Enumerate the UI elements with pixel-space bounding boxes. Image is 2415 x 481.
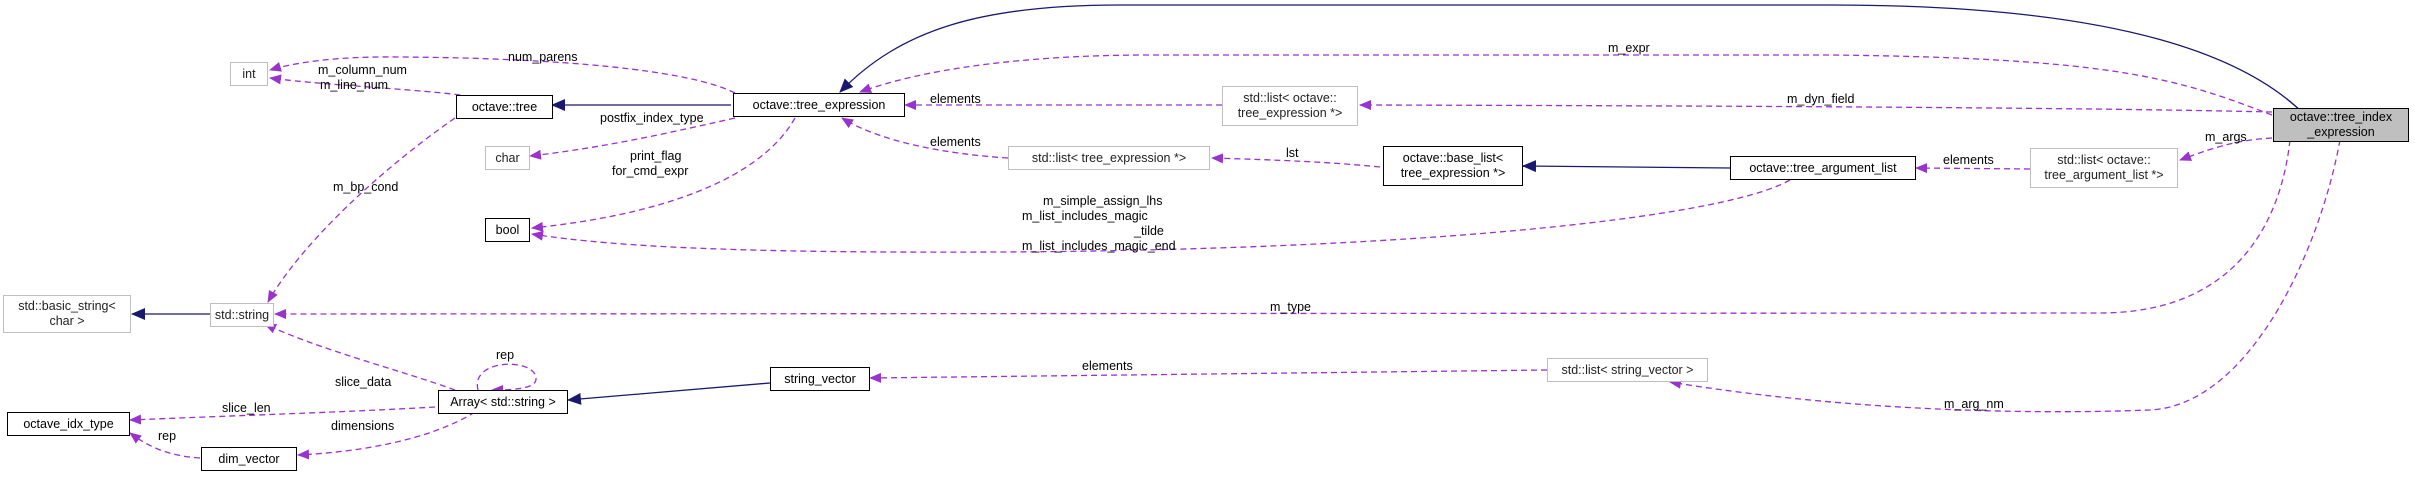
node-array-std-string-label: Array< std::string > <box>450 394 556 409</box>
node-std-string-label: std::string <box>214 307 270 322</box>
edge-list-string-vector-to-string-vector <box>869 369 1548 383</box>
node-tree-index-expression-line2: _expression <box>2307 125 2375 139</box>
edge-label-num-parens: num_parens <box>508 50 578 64</box>
edge-tree-to-std-string <box>267 117 456 303</box>
edge-tree-argument-list-inherits-base-list <box>1522 160 1731 173</box>
edge-label-m-line-num: m_line_num <box>320 78 388 92</box>
edge-label-slice-len: slice_len <box>222 401 271 415</box>
edge-array-to-octave-idx-type <box>129 406 436 425</box>
node-octave-idx-type[interactable]: octave_idx_type <box>7 412 130 436</box>
node-tree-index-expression[interactable]: octave::tree_index _expression <box>2273 108 2409 142</box>
edge-tree-index-expression-to-tree-expression <box>859 54 2273 116</box>
node-list-octave-tree-argument-list-line2: tree_argument_list *> <box>2044 168 2164 182</box>
node-std-basic-string[interactable]: std::basic_string< char > <box>3 295 131 333</box>
node-string-vector[interactable]: string_vector <box>770 367 870 391</box>
node-list-octave-tree-expression-line2: tree_expression *> <box>1237 106 1343 120</box>
edge-string-vector-inherits-array <box>567 382 771 405</box>
edge-label-m-bp-cond: m_bp_cond <box>333 180 398 194</box>
node-tree-argument-list[interactable]: octave::tree_argument_list <box>1730 156 1916 180</box>
node-tree-argument-list-label: octave::tree_argument_list <box>1749 160 1897 175</box>
edge-label-slice-data: slice_data <box>335 375 391 389</box>
node-octave-tree-label: octave::tree <box>471 99 538 114</box>
node-list-tree-expression-label: std::list< tree_expression *> <box>1031 150 1187 165</box>
edge-tree-index-expression-inherits-tree-expression <box>839 4 2306 116</box>
edge-label-m-type: m_type <box>1270 300 1311 314</box>
node-base-list[interactable]: octave::base_list< tree_expression *> <box>1383 146 1523 186</box>
edge-label-tilde: _tilde <box>1133 224 1164 238</box>
edge-tree-index-expression-to-std-string <box>274 139 2291 319</box>
node-tree-index-expression-line1: octave::tree_index <box>2289 110 2393 124</box>
edge-tree-index-expression-to-list-octave-tree-argument-list <box>2179 137 2273 161</box>
node-std-string[interactable]: std::string <box>210 303 274 327</box>
edge-array-to-std-string <box>264 323 456 391</box>
edge-label-postfix-index-type: postfix_index_type <box>600 111 704 125</box>
edge-tree-expression-to-int <box>269 56 736 94</box>
edge-label-dimensions: dimensions <box>331 419 394 433</box>
node-tree-expression-label: octave::tree_expression <box>752 97 886 112</box>
edge-tree-expression-to-char <box>529 117 736 160</box>
node-octave-idx-type-label: octave_idx_type <box>23 416 114 431</box>
node-list-tree-expression[interactable]: std::list< tree_expression *> <box>1008 146 1210 170</box>
edge-label-rep-dim: rep <box>158 429 176 443</box>
edge-label-m-dyn-field: m_dyn_field <box>1787 92 1854 106</box>
edge-label-rep-self: rep <box>496 348 514 362</box>
edge-base-list-to-list-tree-expression <box>1211 153 1381 168</box>
node-string-vector-label: string_vector <box>784 371 856 386</box>
node-list-octave-tree-expression-line1: std::list< octave:: <box>1243 91 1337 105</box>
edge-list-tree-expression-to-tree-expression <box>841 117 1009 159</box>
node-std-basic-string-line2: char > <box>49 314 85 328</box>
node-char-label: char <box>495 150 520 165</box>
node-list-octave-tree-argument-list[interactable]: std::list< octave:: tree_argument_list *… <box>2030 148 2178 188</box>
edge-array-to-dim-vector <box>297 411 476 460</box>
edge-label-m-args: m_args <box>2205 130 2247 144</box>
edge-tree-argument-list-to-bool <box>531 179 1791 253</box>
node-octave-tree[interactable]: octave::tree <box>456 95 553 119</box>
edge-label-m-column-num: m_column_num <box>318 63 407 77</box>
node-array-std-string[interactable]: Array< std::string > <box>438 390 568 414</box>
edge-tree-index-expression-to-list-string-vector <box>1669 139 2341 413</box>
edge-label-m-expr: m_expr <box>1608 41 1650 55</box>
node-base-list-line2: tree_expression *> <box>1400 166 1506 180</box>
edge-label-m-simple-assign-lhs: m_simple_assign_lhs <box>1043 194 1163 208</box>
node-int[interactable]: int <box>230 62 268 86</box>
edge-label-elements-string-vector: elements <box>1082 359 1133 373</box>
node-list-octave-tree-argument-list-line1: std::list< octave:: <box>2057 153 2151 167</box>
edge-label-m-list-includes-magic-end: m_list_includes_magic_end <box>1022 239 1176 253</box>
node-dim-vector-label: dim_vector <box>218 451 280 466</box>
edge-label-elements-list-octave: elements <box>930 92 981 106</box>
edge-label-elements-list-tree: elements <box>930 135 981 149</box>
node-char[interactable]: char <box>485 146 530 170</box>
node-base-list-line1: octave::base_list< <box>1402 151 1504 165</box>
edge-list-octave-tree-argument-list-to-tree-argument-list <box>1915 163 2031 174</box>
node-std-basic-string-line1: std::basic_string< <box>18 299 116 313</box>
node-list-string-vector-label: std::list< string_vector > <box>1561 362 1694 377</box>
edge-array-self-rep <box>476 363 537 395</box>
node-bool-label: bool <box>495 222 520 237</box>
node-list-string-vector[interactable]: std::list< string_vector > <box>1547 358 1708 382</box>
edge-label-lst: lst <box>1286 146 1299 160</box>
edge-label-m-arg-nm: m_arg_nm <box>1944 397 2004 411</box>
edge-label-print-flag: print_flag <box>630 149 681 163</box>
edge-label-for-cmd-expr: for_cmd_expr <box>612 164 688 178</box>
node-int-label: int <box>242 66 256 81</box>
edge-label-m-list-includes-magic: m_list_includes_magic <box>1022 209 1148 223</box>
node-tree-expression[interactable]: octave::tree_expression <box>733 93 905 117</box>
node-bool[interactable]: bool <box>485 218 530 242</box>
edge-tree-index-expression-to-list-octave-tree-expression <box>1359 100 2273 113</box>
node-list-octave-tree-expression[interactable]: std::list< octave:: tree_expression *> <box>1222 86 1358 126</box>
edge-label-elements-arg-list: elements <box>1943 153 1994 167</box>
node-dim-vector[interactable]: dim_vector <box>201 447 297 471</box>
edge-tree-expression-to-bool <box>531 117 796 232</box>
